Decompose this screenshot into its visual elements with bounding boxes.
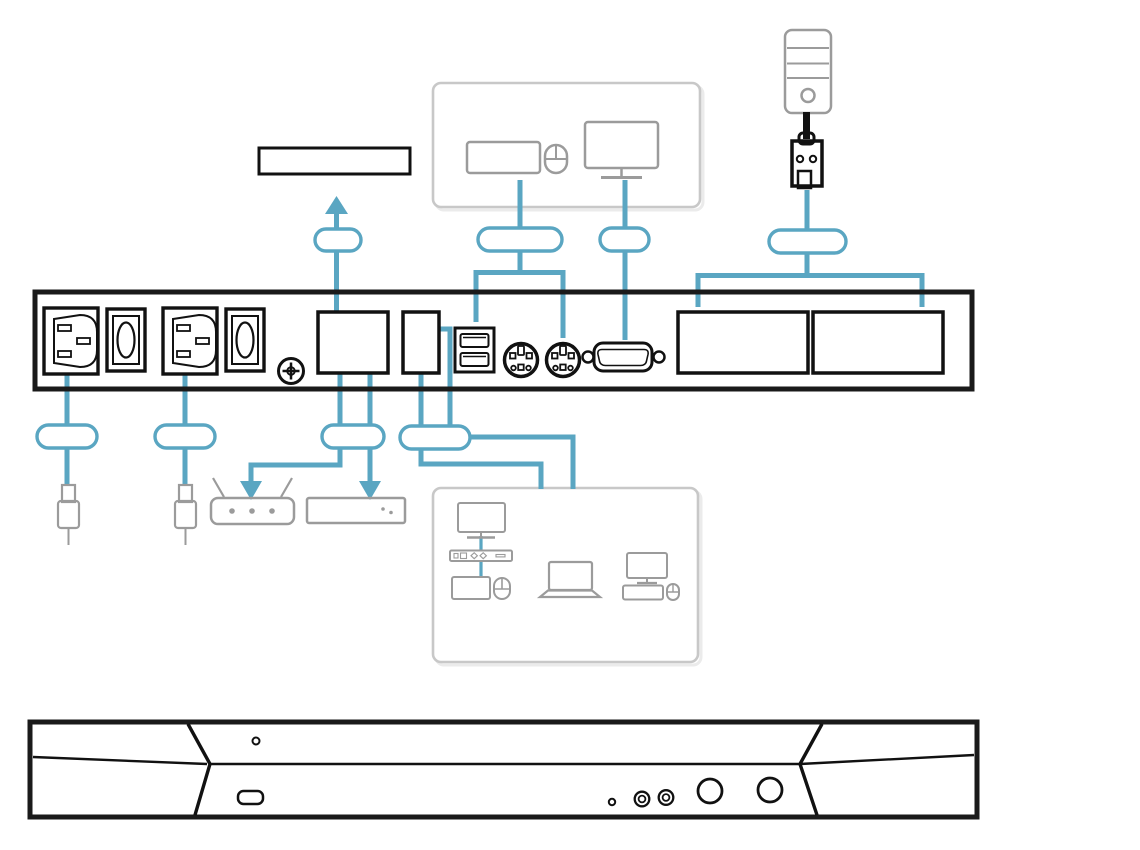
- front-panel: [27, 719, 980, 820]
- front-hole: [251, 736, 261, 746]
- rear-panel: [32, 289, 975, 392]
- front-button-icon: [657, 789, 675, 806]
- mini-usb-port-icon: [236, 789, 265, 806]
- rj45-pon-rs232-block: [316, 310, 390, 375]
- modem-icon: [209, 477, 296, 526]
- front-knob-icon: [756, 776, 784, 804]
- keyboard-icon: [465, 140, 542, 175]
- hinge-line: [799, 753, 975, 766]
- power-inlet-icon: [161, 306, 219, 376]
- ps2-port-icon: [502, 341, 540, 379]
- network-line-a: [418, 373, 544, 489]
- power-switch-icon: [224, 307, 266, 373]
- vga-port-icon: [581, 341, 666, 373]
- pc-icon: [622, 552, 680, 601]
- keyboard-icon: [451, 576, 491, 600]
- cat5e-pill: [767, 228, 848, 255]
- front-knob-icon: [696, 777, 724, 805]
- power-inlet-icon: [42, 306, 100, 376]
- rj45-kvm-block-1: [676, 310, 810, 375]
- power-plug-icon: [56, 483, 81, 545]
- usb-ps2-pill: [476, 226, 564, 253]
- hinge-line: [32, 755, 208, 766]
- vga-pill: [598, 226, 651, 253]
- reset-hole-icon: [607, 797, 617, 807]
- rear-panel-outline: [32, 289, 975, 392]
- console-station-icon: [449, 549, 513, 562]
- monitor-icon: [457, 502, 506, 539]
- usb-ps2-bracket-line: [473, 270, 566, 338]
- power-switch-icon: [105, 307, 147, 373]
- front-button-icon: [633, 790, 651, 808]
- up-arrow-icon: [325, 196, 348, 214]
- mouse-icon: [493, 577, 511, 600]
- laptop-icon: [536, 560, 604, 599]
- rj45-kvm-block-2: [811, 310, 945, 375]
- down-arrow-icon: [240, 481, 262, 500]
- usb-ports-icon: [453, 326, 496, 374]
- local-user-group: [465, 120, 660, 179]
- power-pill-2: [153, 423, 217, 450]
- ps2-port-icon: [544, 341, 582, 379]
- grounding-screw-icon: [277, 357, 305, 385]
- network-pill: [398, 424, 472, 451]
- local-user-box: [431, 81, 702, 209]
- front-panel-outline: [27, 719, 980, 820]
- network-switch-icon: [305, 496, 407, 525]
- pon-pill: [313, 227, 363, 253]
- power-pill-1: [35, 423, 99, 450]
- pdu-strip: [257, 146, 412, 176]
- mouse-icon: [543, 143, 569, 175]
- rj45-network-block: [401, 310, 441, 375]
- front-panel-face: [30, 722, 977, 817]
- down-arrow-icon: [359, 481, 381, 500]
- remote-user-box: [431, 486, 700, 664]
- rs232-pill: [320, 423, 386, 450]
- tower-icon: [783, 28, 833, 115]
- remote-user-group: [449, 502, 680, 601]
- power-plug-icon: [173, 483, 198, 545]
- kvm-adaptor-icon: [790, 112, 824, 190]
- monitor-icon: [583, 120, 660, 179]
- rs232-modem-line: [248, 373, 343, 482]
